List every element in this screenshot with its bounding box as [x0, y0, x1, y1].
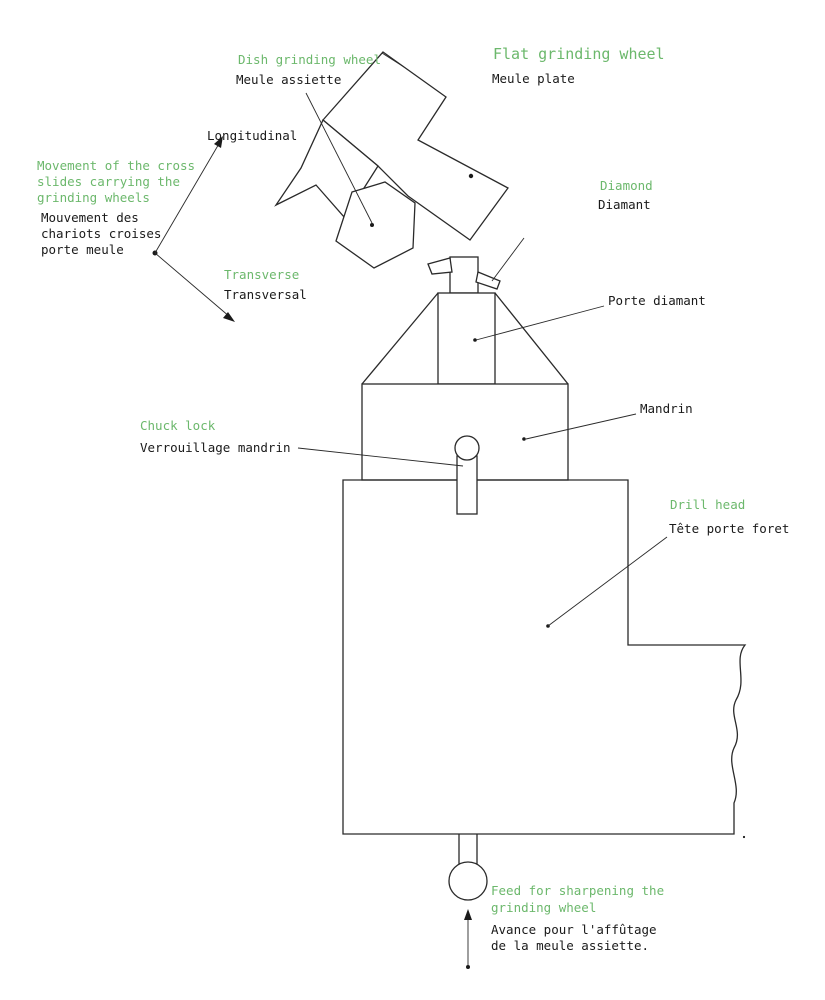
leader-lines — [297, 52, 668, 627]
drill-head-outline — [342, 479, 747, 835]
diamond-tip — [475, 271, 501, 290]
dish-wheel-label-en: Dish grinding wheel — [238, 52, 381, 67]
diamond-assembly — [427, 256, 501, 385]
cross-slides-label-en-2: slides carrying the — [37, 174, 180, 189]
diamond-label-fr: Diamant — [598, 197, 651, 212]
feed-label-en-1: Feed for sharpening the — [491, 883, 664, 898]
transverse-label-en: Transverse — [224, 267, 299, 282]
flat-wheel-label-fr: Meule plate — [492, 71, 575, 86]
cross-slides-label-en-3: grinding wheels — [37, 190, 150, 205]
labels: Dish grinding wheel Meule assiette Flat … — [37, 45, 789, 953]
diamond-block — [449, 256, 479, 294]
cross-slides-label-fr-1: Mouvement des — [41, 210, 139, 225]
feed-label-en-2: grinding wheel — [491, 900, 596, 915]
chuck-dot — [522, 437, 526, 441]
feed-label-fr-2: de la meule assiette. — [491, 938, 649, 953]
flat-wheel-center-dot — [468, 173, 474, 179]
cross-slides-label-fr-2: chariots croises — [41, 226, 161, 241]
cross-slides-label-en-1: Movement of the cross — [37, 158, 195, 173]
feed-label-fr-1: Avance pour l'affûtage — [491, 922, 657, 937]
chuck-lock — [454, 435, 480, 515]
transverse-arrow-head — [223, 312, 235, 322]
feed-arrow-dot — [466, 965, 470, 969]
diamond-holder-dot — [473, 338, 477, 342]
dish-wheel-center-dot — [370, 223, 374, 227]
drill-head-label-fr: Tête porte foret — [669, 521, 789, 536]
feed-knob — [448, 834, 488, 969]
chuck-lock-label-fr: Verrouillage mandrin — [140, 440, 291, 455]
feed-knob-circle — [448, 861, 488, 901]
chuck-lock-label-en: Chuck lock — [140, 418, 216, 433]
movement-axes — [152, 136, 235, 322]
dish-wheel-holder — [335, 181, 416, 269]
chuck-lock-stem — [456, 455, 478, 515]
dish-wheel-label-fr: Meule assiette — [236, 72, 341, 87]
chuck-lock-knob — [454, 435, 480, 461]
flat-wheel-label-en: Flat grinding wheel — [493, 45, 665, 63]
diamond-label-en: Diamond — [600, 178, 653, 193]
cross-slides-label-fr-3: porte meule — [41, 242, 124, 257]
transverse-label-fr: Transversal — [224, 287, 307, 302]
longitudinal-label: Longitudinal — [207, 128, 297, 143]
feed-arrow-head — [464, 909, 472, 920]
grinding-wheels — [274, 51, 509, 269]
diamond-tool — [427, 257, 453, 275]
chuck-label: Mandrin — [640, 401, 693, 416]
diamond-holder-column — [437, 292, 496, 385]
chuck — [361, 292, 569, 481]
longitudinal-arrow-head — [214, 136, 223, 148]
drill-head-label-en: Drill head — [670, 497, 745, 512]
drill-head-bottom-dot — [742, 835, 746, 839]
diamond-holder-label: Porte diamant — [608, 293, 706, 308]
